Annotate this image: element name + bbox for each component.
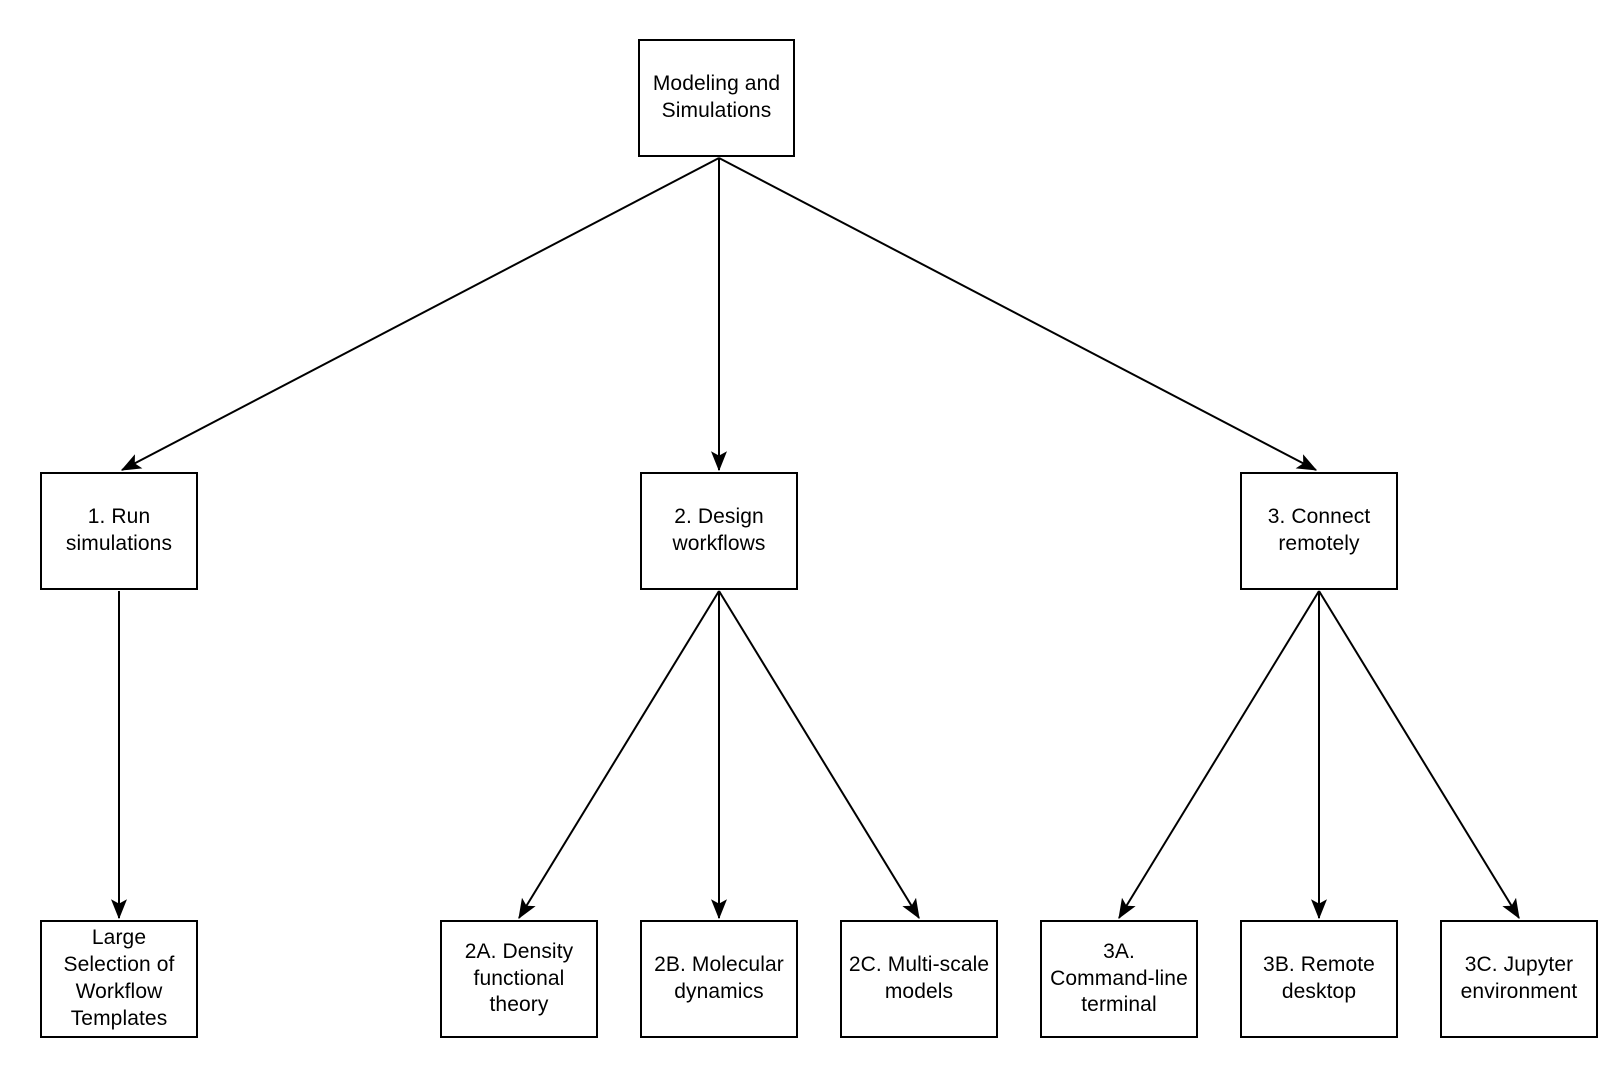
node-label-n3c: 3C. Jupyter environment <box>1460 953 1578 1003</box>
node-n1[interactable]: 1. Run simulations <box>40 472 198 590</box>
node-n2c[interactable]: 2C. Multi-scale models <box>840 920 998 1038</box>
edge-n3-to-n3c <box>1318 590 1520 920</box>
node-n3a[interactable]: 3A. Command-line terminal <box>1040 920 1198 1038</box>
node-n1a[interactable]: Large Selection of Workflow Templates <box>40 920 198 1038</box>
edge-n2-to-n2c <box>718 590 920 920</box>
node-label-n3b: 3B. Remote desktop <box>1263 953 1375 1003</box>
node-n2b[interactable]: 2B. Molecular dynamics <box>640 920 798 1038</box>
node-label-n2a: 2A. Density functional theory <box>464 939 574 1017</box>
node-label-n1a: Large Selection of Workflow Templates <box>63 926 175 1030</box>
edge-n2-to-n2a <box>518 590 720 920</box>
node-label-n2b: 2B. Molecular dynamics <box>654 953 784 1003</box>
node-n3c[interactable]: 3C. Jupyter environment <box>1440 920 1598 1038</box>
node-n2[interactable]: 2. Design workflows <box>640 472 798 590</box>
node-root[interactable]: Modeling and Simulations <box>638 39 795 157</box>
node-n2a[interactable]: 2A. Density functional theory <box>440 920 598 1038</box>
node-label-n1: 1. Run simulations <box>65 505 173 555</box>
node-label-n2c: 2C. Multi-scale models <box>848 953 990 1003</box>
node-n3[interactable]: 3. Connect remotely <box>1240 472 1398 590</box>
node-n3b[interactable]: 3B. Remote desktop <box>1240 920 1398 1038</box>
node-label-root: Modeling and Simulations <box>652 72 781 122</box>
edge-root-to-n3 <box>718 157 1318 471</box>
node-label-n3a: 3A. Command-line terminal <box>1050 939 1188 1017</box>
node-label-n2: 2. Design workflows <box>672 505 766 555</box>
edge-n3-to-n3a <box>1118 590 1320 920</box>
node-label-n3: 3. Connect remotely <box>1267 505 1371 555</box>
edge-root-to-n1 <box>120 157 720 471</box>
